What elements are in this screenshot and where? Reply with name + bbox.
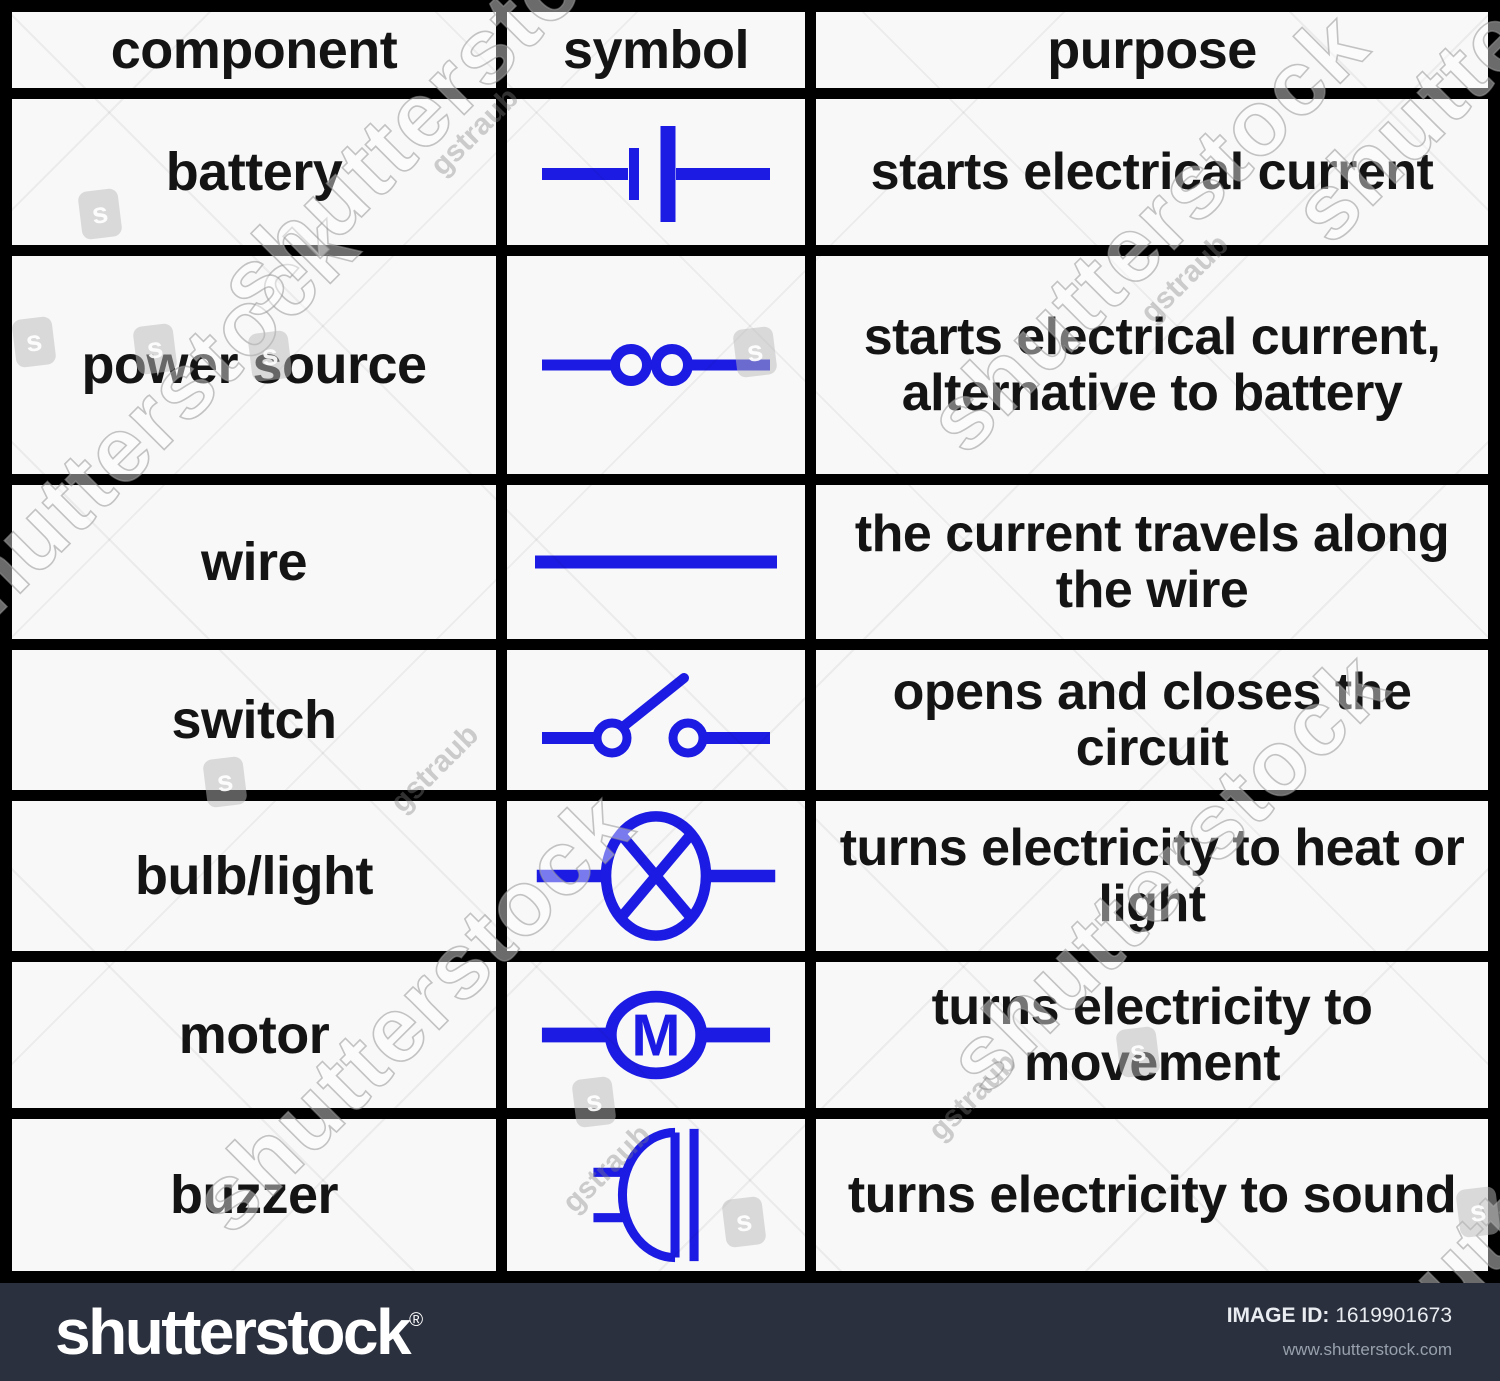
symbol-cell-wire xyxy=(507,485,805,639)
bulb-symbol-icon xyxy=(536,811,776,941)
website-url: www.shutterstock.com xyxy=(1282,1340,1452,1359)
switch-symbol-icon xyxy=(542,673,770,758)
shutterstock-logo-text: shutterstock xyxy=(55,1296,412,1368)
purpose-label-power-source: starts electrical current, alternative t… xyxy=(863,307,1441,422)
symbol-cell-battery xyxy=(507,99,805,245)
component-label-switch: switch xyxy=(171,690,337,750)
buzzer-symbol-icon xyxy=(593,1127,699,1263)
component-label-motor: motor xyxy=(178,1005,330,1065)
image-id-line: IMAGE ID: 1619901673 xyxy=(1227,1304,1452,1328)
header-cell-purpose: purpose xyxy=(816,12,1488,88)
image-meta: IMAGE ID: 1619901673 www.shutterstock.co… xyxy=(1227,1304,1452,1360)
image-id-value: 1619901673 xyxy=(1335,1304,1452,1327)
symbol-cell-buzzer xyxy=(507,1119,805,1271)
battery-symbol-icon xyxy=(542,126,770,222)
component-label-power-source: power source xyxy=(81,335,427,395)
purpose-label-motor: turns electricity to movement xyxy=(931,977,1373,1092)
component-cell-bulb: bulb/light xyxy=(12,801,496,951)
component-cell-power-source: power source xyxy=(12,256,496,474)
purpose-cell-wire: the current travels along the wire xyxy=(816,485,1488,639)
motor-symbol-icon: M xyxy=(541,990,771,1080)
symbol-cell-power-source xyxy=(507,256,805,474)
purpose-label-wire: the current travels along the wire xyxy=(854,504,1450,619)
header-cell-component: component xyxy=(12,12,496,88)
purpose-cell-bulb: turns electricity to heat or light xyxy=(816,801,1488,951)
purpose-cell-buzzer: turns electricity to sound xyxy=(816,1119,1488,1271)
header-label-component: component xyxy=(110,20,398,80)
component-label-buzzer: buzzer xyxy=(169,1165,339,1225)
purpose-label-buzzer: turns electricity to sound xyxy=(847,1165,1457,1224)
component-label-battery: battery xyxy=(165,142,343,202)
component-cell-buzzer: buzzer xyxy=(12,1119,496,1271)
shutterstock-logo: shutterstock® xyxy=(55,1300,423,1364)
purpose-cell-power-source: starts electrical current, alternative t… xyxy=(816,256,1488,474)
purpose-cell-motor: turns electricity to movement xyxy=(816,962,1488,1108)
component-cell-battery: battery xyxy=(12,99,496,245)
image-id-label: IMAGE ID: xyxy=(1226,1304,1330,1327)
motor-letter: M xyxy=(631,1003,680,1069)
registered-mark: ® xyxy=(409,1310,424,1331)
power-source-symbol-icon xyxy=(542,344,770,386)
header-label-symbol: symbol xyxy=(562,20,750,80)
symbol-cell-bulb xyxy=(507,801,805,951)
shutterstock-footer-bar: shutterstock® IMAGE ID: 1619901673 www.s… xyxy=(0,1283,1500,1381)
header-label-purpose: purpose xyxy=(1047,20,1257,80)
wire-symbol-icon xyxy=(535,555,777,569)
purpose-label-bulb: turns electricity to heat or light xyxy=(839,818,1465,933)
symbol-cell-switch xyxy=(507,650,805,790)
component-label-bulb: bulb/light xyxy=(135,846,373,906)
header-cell-symbol: symbol xyxy=(507,12,805,88)
purpose-label-switch: opens and closes the circuit xyxy=(892,662,1412,777)
component-cell-wire: wire xyxy=(12,485,496,639)
component-cell-motor: motor xyxy=(12,962,496,1108)
component-cell-switch: switch xyxy=(12,650,496,790)
component-label-wire: wire xyxy=(200,532,308,592)
symbols-table: component symbol purpose battery starts … xyxy=(12,12,1488,1271)
purpose-cell-switch: opens and closes the circuit xyxy=(816,650,1488,790)
symbol-cell-motor: M xyxy=(507,962,805,1108)
purpose-label-battery: starts electrical current xyxy=(870,142,1434,201)
purpose-cell-battery: starts electrical current xyxy=(816,99,1488,245)
